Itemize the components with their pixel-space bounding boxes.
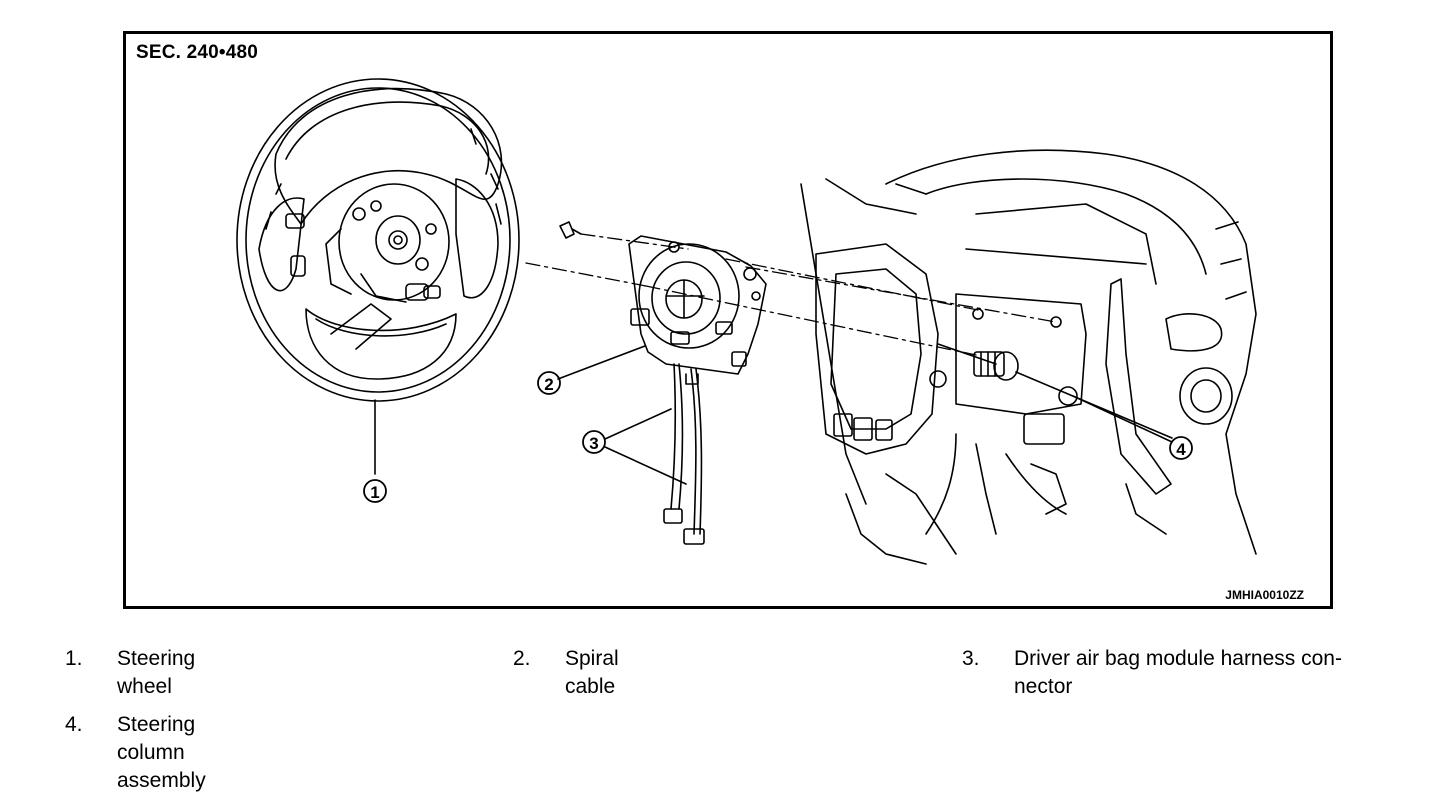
callout-4-label: 4	[1176, 440, 1186, 459]
legend-number: 4.	[65, 713, 83, 736]
legend-number: 3.	[962, 647, 980, 670]
callout-3: 3	[582, 408, 687, 485]
section-label: SEC. 240•480	[136, 42, 259, 63]
callout-1-label: 1	[370, 483, 379, 502]
spiral-cable-drawing	[628, 235, 767, 545]
exploded-view-illustration: 1	[236, 78, 1257, 565]
alignment-lines	[525, 233, 1057, 356]
callout-4: 4	[1015, 371, 1193, 460]
legend-text: Spiral cable	[565, 647, 619, 698]
steering-wheel-drawing	[236, 78, 520, 402]
legend-number: 2.	[513, 647, 531, 670]
callout-2-label: 2	[544, 375, 553, 394]
diagram-frame: SEC. 240•480 JMHIA0010ZZ	[123, 31, 1333, 609]
legend-text: Steering column assembly	[117, 713, 206, 792]
callout-1: 1	[363, 399, 387, 503]
screw-drawing	[559, 221, 582, 239]
legend-number: 1.	[65, 647, 83, 670]
steering-column-drawing	[800, 149, 1257, 565]
legend-text: Steering wheel	[117, 647, 196, 698]
legend-text: Driver air bag module harness con- necto…	[1014, 647, 1342, 698]
callout-2: 2	[537, 345, 646, 395]
image-code: JMHIA0010ZZ	[1225, 588, 1304, 602]
callout-3-label: 3	[589, 434, 598, 453]
